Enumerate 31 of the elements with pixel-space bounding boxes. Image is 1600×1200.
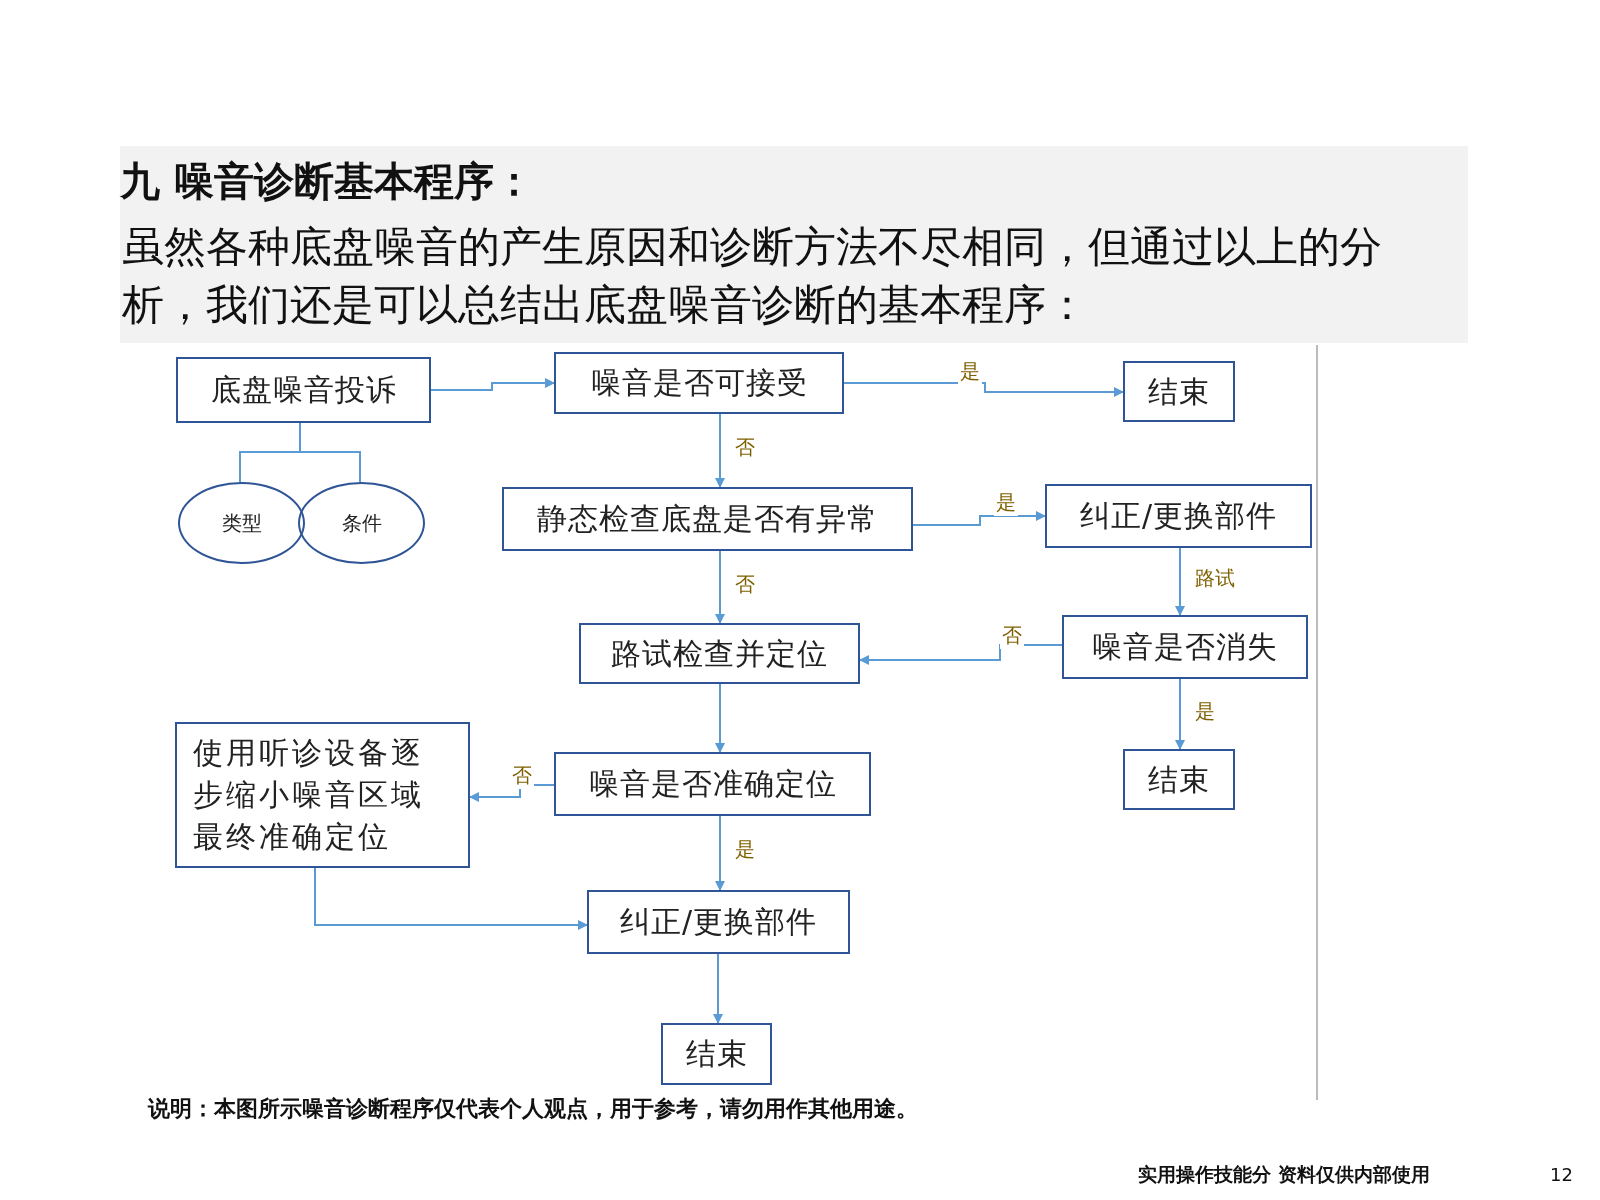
arrow [713,953,723,1024]
process-box: 静态检查底盘是否有异常 [502,487,913,551]
arrow [912,511,1046,526]
arrow [1175,547,1185,616]
page-number: 12 [1550,1164,1573,1185]
process-box: 噪音是否消失 [1062,615,1308,679]
process-box: 底盘噪音投诉 [176,357,431,423]
process-box: 噪音是否准确定位 [554,752,871,816]
ellipse-node: 条件 [298,482,425,564]
process-box: 结束 [1123,361,1235,422]
process-box: 使用听诊设备逐步缩小噪音区域最终准确定位 [175,722,470,868]
process-box: 路试检查并定位 [579,623,860,684]
ellipse-node: 类型 [178,482,305,564]
note-text: 说明：本图所示噪音诊断程序仅代表个人观点，用于参考，请勿用作其他用途。 [148,1095,918,1123]
process-box: 纠正/更换部件 [1045,484,1312,548]
footer-text: 实用操作技能分 资料仅供内部使用 [1138,1162,1430,1187]
process-box: 噪音是否可接受 [554,352,844,414]
arrow [1175,678,1185,750]
arrow [715,815,725,891]
arrow [715,683,725,753]
arrow [314,867,588,930]
arrow [843,382,1124,397]
arrow [715,550,725,624]
arrow [859,644,1063,665]
arrow [430,378,555,391]
process-box: 结束 [1123,749,1235,810]
process-box: 结束 [661,1023,772,1085]
arrow [715,413,725,488]
process-box: 纠正/更换部件 [587,890,850,954]
slide-title: 九 噪音诊断基本程序： [120,157,534,206]
intro-paragraph: 虽然各种底盘噪音的产生原因和诊断方法不尽相同，但通过以上的分析，我们还是可以总结出底盘噪音诊断的基本程序： [122,221,1383,331]
